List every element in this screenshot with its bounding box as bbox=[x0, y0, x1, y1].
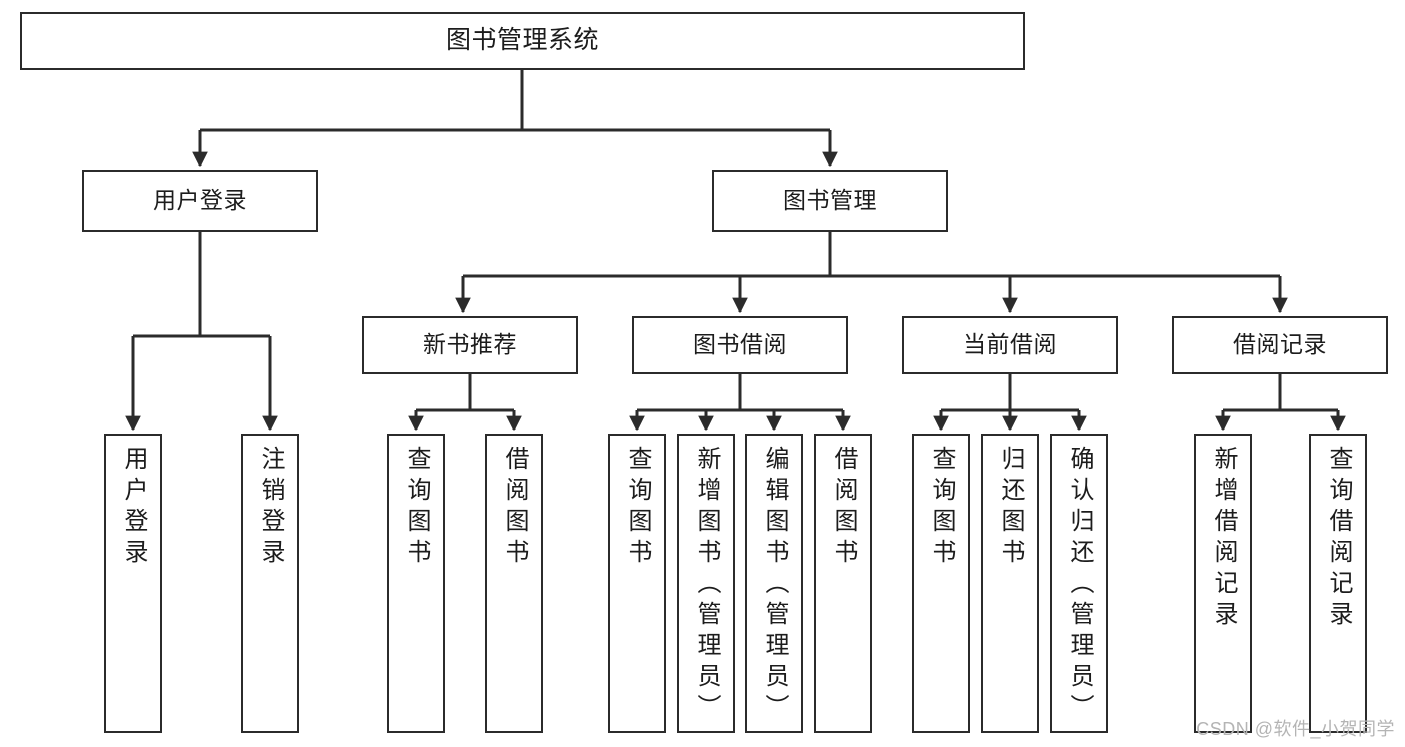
node-label: 图书管理 bbox=[783, 187, 877, 214]
node-root-book-management-system[interactable]: 图书管理系统 bbox=[20, 12, 1025, 70]
node-current-borrowing[interactable]: 当前借阅 bbox=[902, 316, 1118, 374]
leaf-user-login[interactable]: 用户登录 bbox=[104, 434, 162, 733]
leaf-add-book-admin[interactable]: 新增图书（管理员） bbox=[677, 434, 735, 733]
node-label: 借阅图书 bbox=[830, 446, 857, 570]
leaf-edit-book-admin[interactable]: 编辑图书（管理员） bbox=[745, 434, 803, 733]
node-label: 借阅图书 bbox=[501, 446, 528, 570]
leaf-query-books[interactable]: 查询图书 bbox=[608, 434, 666, 733]
node-label: 新增借阅记录 bbox=[1210, 446, 1237, 632]
leaf-confirm-return-admin[interactable]: 确认归还（管理员） bbox=[1050, 434, 1108, 733]
node-book-borrowing[interactable]: 图书借阅 bbox=[632, 316, 848, 374]
leaf-borrow-books[interactable]: 借阅图书 bbox=[814, 434, 872, 733]
node-user-login[interactable]: 用户登录 bbox=[82, 170, 318, 232]
leaf-add-borrow-record[interactable]: 新增借阅记录 bbox=[1194, 434, 1252, 733]
node-label: 查询图书 bbox=[403, 446, 430, 570]
leaf-borrow-books-new[interactable]: 借阅图书 bbox=[485, 434, 543, 733]
node-label: 图书借阅 bbox=[693, 331, 787, 358]
node-label: 查询图书 bbox=[624, 446, 651, 570]
leaf-logout[interactable]: 注销登录 bbox=[241, 434, 299, 733]
node-label: 归还图书 bbox=[997, 446, 1024, 570]
node-label: 注销登录 bbox=[257, 446, 284, 570]
watermark: CSDN @软件_小贺同学 bbox=[1196, 719, 1395, 739]
node-label: 确认归还（管理员） bbox=[1066, 446, 1093, 725]
leaf-query-books-new[interactable]: 查询图书 bbox=[387, 434, 445, 733]
node-label: 编辑图书（管理员） bbox=[761, 446, 788, 725]
node-label: 借阅记录 bbox=[1233, 331, 1327, 358]
leaf-query-borrow-record[interactable]: 查询借阅记录 bbox=[1309, 434, 1367, 733]
node-label: 查询图书 bbox=[928, 446, 955, 570]
leaf-return-books[interactable]: 归还图书 bbox=[981, 434, 1039, 733]
node-label: 新书推荐 bbox=[423, 331, 517, 358]
node-label: 用户登录 bbox=[153, 187, 247, 214]
node-label: 新增图书（管理员） bbox=[693, 446, 720, 725]
node-label: 用户登录 bbox=[120, 446, 147, 570]
node-borrowing-records[interactable]: 借阅记录 bbox=[1172, 316, 1388, 374]
node-book-management[interactable]: 图书管理 bbox=[712, 170, 948, 232]
node-label: 查询借阅记录 bbox=[1325, 446, 1352, 632]
node-new-book-recommendation[interactable]: 新书推荐 bbox=[362, 316, 578, 374]
node-label: 当前借阅 bbox=[963, 331, 1057, 358]
node-label: 图书管理系统 bbox=[445, 26, 599, 55]
leaf-query-books-current[interactable]: 查询图书 bbox=[912, 434, 970, 733]
